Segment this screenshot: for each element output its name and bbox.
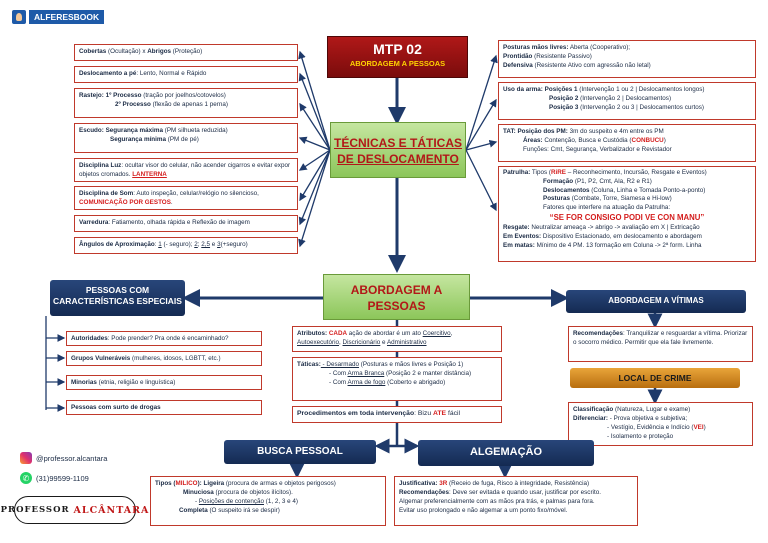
patrulha-mnemonic: “SE FOR CONSIGO PODI VE CON MANU”	[549, 213, 705, 223]
box-angulos: Ângulos de Aproximação: 1 (- seguro); 2;…	[74, 237, 298, 254]
box-luz: Disciplina Luz: ocultar visor do celular…	[74, 158, 298, 182]
box-rastejo: Rastejo: 1º Processo (tração por joelhos…	[74, 88, 298, 118]
brand-logo-icon	[12, 10, 26, 24]
pessoas-item-vulneraveis: Grupos Vulneráveis (mulheres, idosos, LG…	[66, 351, 262, 366]
main-subtitle: ABORDAGEM A PESSOAS	[349, 59, 446, 68]
brand-badge: ALFERESBOOK	[12, 10, 105, 24]
abordagem-line1: ABORDAGEM A	[350, 283, 443, 297]
whatsapp-contact[interactable]: ✆ (31)99599-1109	[20, 472, 89, 484]
abordagem-box: ABORDAGEM A PESSOAS	[323, 274, 470, 320]
pessoas-item-surto: Pessoas com surto de drogas	[66, 400, 262, 415]
box-uso-arma: Uso da arma: Posições 1 (Intervenção 1 o…	[498, 82, 756, 120]
box-som: Disciplina de Som: Auto inspeção, celula…	[74, 186, 298, 210]
box-varredura: Varredura: Fatiamento, olhada rápida e R…	[74, 215, 298, 232]
box-patrulha: Patrulha: Tipos (RiRE – Reconhecimento, …	[498, 166, 756, 262]
signature-bottom: ALCÂNTARA	[73, 504, 150, 516]
algemacao-header: ALGEMAÇÃO	[418, 440, 594, 466]
instagram-icon	[20, 452, 32, 464]
tecnicas-box: TÉCNICAS E TÁTICAS DE DESLOCAMENTO	[330, 122, 466, 178]
phone-number: (31)99599-1109	[36, 473, 89, 483]
box-atributos: Atributos: CADA ação de abordar é um ato…	[292, 326, 502, 352]
main-title: MTP 02	[373, 41, 422, 57]
box-vitimas: Recomendações: Tranquilizar e resguardar…	[568, 326, 753, 362]
box-algemacao: Justificativa: 3R (Receio de fuga, Risco…	[394, 476, 638, 526]
brand-name: ALFERESBOOK	[29, 10, 105, 24]
pessoas-item-minorias: Minorias (etnia, religião e linguística)	[66, 375, 262, 390]
busca-header: BUSCA PESSOAL	[224, 440, 376, 464]
signature-logo: PROFESSOR ALCÂNTARA	[1, 496, 148, 524]
crime-header: LOCAL DE CRIME	[570, 368, 740, 388]
instagram-contact[interactable]: @professor.alcantara	[20, 452, 107, 464]
instagram-handle: @professor.alcantara	[36, 453, 108, 463]
vitimas-header: ABORDAGEM A VÍTIMAS	[566, 290, 746, 313]
tecnicas-line1: TÉCNICAS E TÁTICAS	[333, 136, 462, 150]
box-deslocamento: Deslocamento a pé: Lento, Normal e Rápid…	[74, 66, 298, 83]
tecnicas-line2: DE DESLOCAMENTO	[337, 152, 459, 167]
box-tat: TAT: Posição dos PM: 3m do suspeito e 4m…	[498, 124, 756, 162]
box-escudo: Escudo: Segurança máxima (PM silhueta re…	[74, 123, 298, 153]
pessoas-header: PESSOAS COM CARACTERÍSTICAS ESPECIAIS	[50, 280, 185, 316]
box-taticas: Táticas: - Desarmado (Posturas e mãos li…	[292, 357, 502, 401]
box-posturas: Posturas mãos livres: Aberta (Cooperativ…	[498, 40, 756, 78]
abordagem-line2: PESSOAS	[367, 299, 426, 314]
whatsapp-icon: ✆	[20, 472, 32, 484]
pessoas-item-autoridades: Autoridades: Pode prender? Pra onde é en…	[66, 331, 262, 346]
signature-top: PROFESSOR	[0, 505, 70, 515]
box-procedimentos: Procedimentos em toda intervenção: Bizu …	[292, 406, 502, 423]
box-busca: Tipos (MILICO): Ligeira (procura de arma…	[150, 476, 386, 526]
box-crime: Classificação (Natureza, Lugar e exame) …	[568, 402, 753, 446]
main-title-box: MTP 02 ABORDAGEM A PESSOAS	[327, 36, 468, 78]
box-cobertas: Cobertas (Ocultação) x Abrigos (Proteção…	[74, 44, 298, 61]
